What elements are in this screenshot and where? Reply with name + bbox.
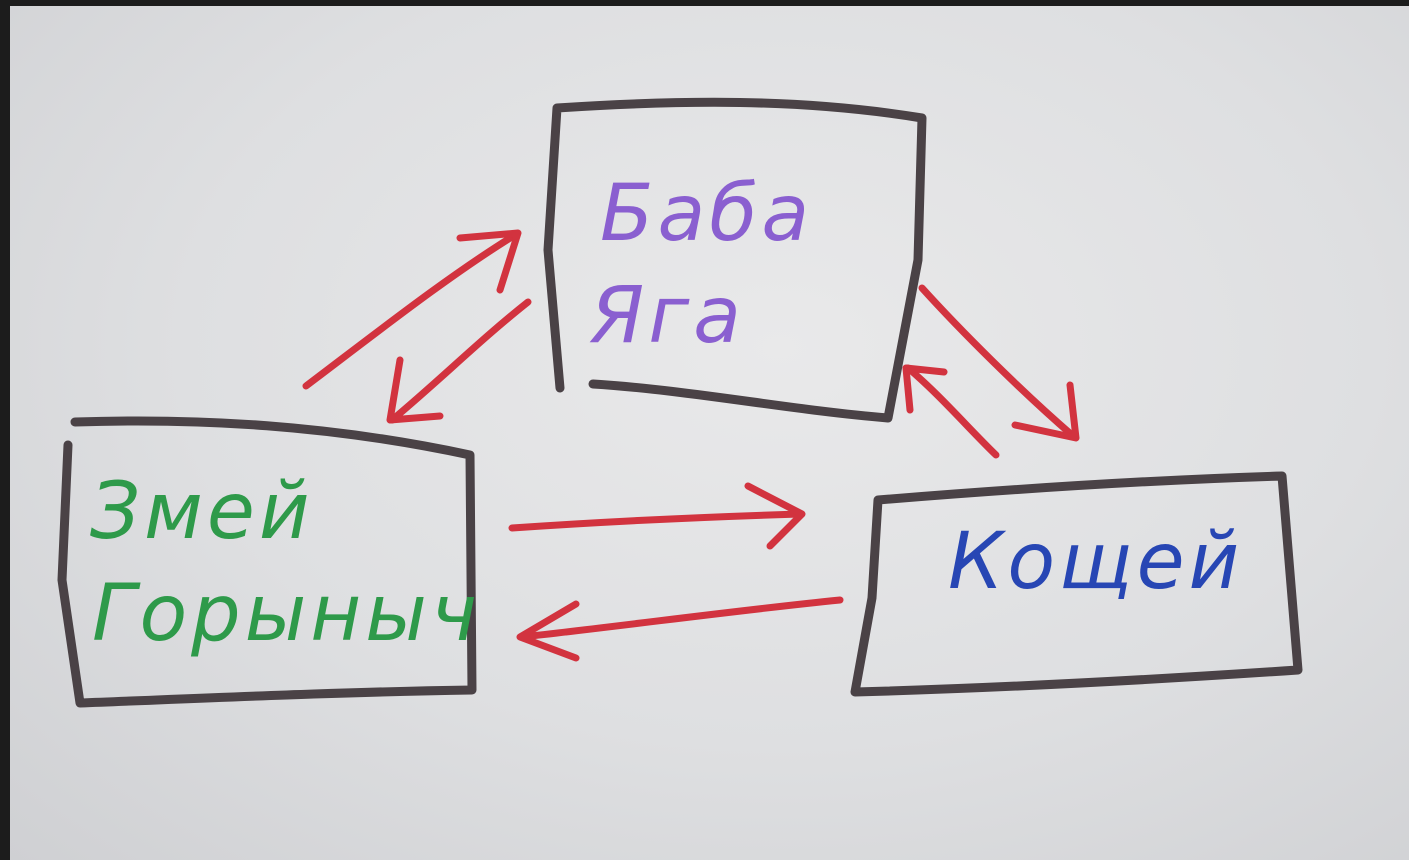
- node-box-baba-yaga: [543, 97, 927, 423]
- paper-sheet: [10, 6, 1409, 860]
- node-label-zmei-gorynych-line1: Змей: [90, 467, 314, 557]
- edge-baba-yaga-to-zmei-gorynych: [386, 298, 532, 424]
- node-label-baba-yaga-line1: Баба: [600, 169, 813, 259]
- node-zmei-gorynych: Змей Горыныч: [57, 416, 481, 708]
- edge-koschei-to-baba-yaga: [902, 364, 1000, 459]
- node-label-koschei: Кощей: [948, 517, 1243, 607]
- node-box-koschei: [850, 471, 1303, 697]
- node-baba-yaga: Баба Яга: [543, 97, 927, 423]
- edge-zmei-gorynych-to-baba-yaga: [302, 229, 522, 390]
- node-label-zmei-gorynych-line2: Горыныч: [92, 569, 481, 659]
- edge-zmei-gorynych-to-koschei: [508, 482, 806, 550]
- edge-koschei-to-zmei-gorynych: [516, 596, 844, 662]
- edge-baba-yaga-to-koschei: [918, 284, 1080, 442]
- node-koschei: Кощей: [850, 471, 1303, 697]
- node-label-baba-yaga-line2: Яга: [589, 271, 745, 361]
- node-box-zmei-gorynych: [57, 416, 477, 708]
